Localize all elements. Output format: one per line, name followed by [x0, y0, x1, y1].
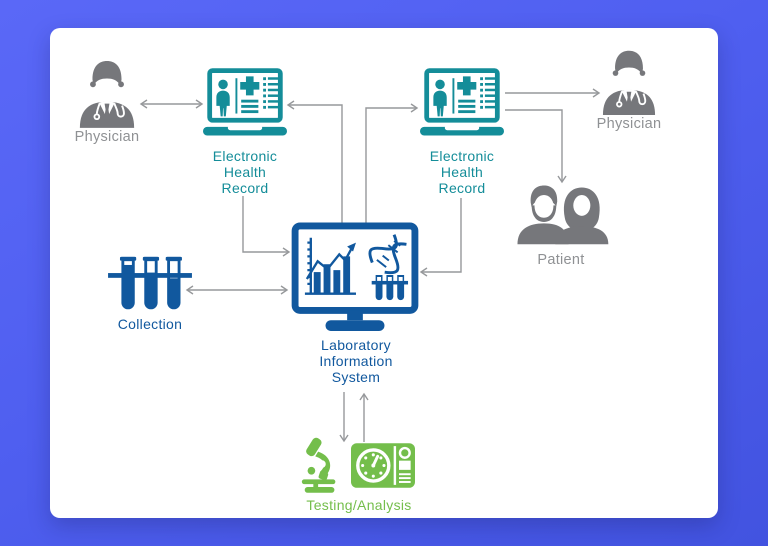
physician-left-label: Physician	[74, 129, 140, 145]
connector-lis-ehr-right	[365, 107, 416, 224]
collection-label: Collection	[117, 316, 183, 332]
lis-label: Laboratory Information System	[319, 337, 393, 386]
ehr-laptop-icon	[420, 68, 504, 140]
connector-ehr-patient	[505, 109, 563, 181]
connector-ehrright-lis	[422, 198, 462, 273]
doctor-icon	[76, 58, 138, 128]
diagram-card: Physician	[50, 28, 718, 518]
lis-monitor-icon	[290, 222, 420, 332]
ehr-laptop-icon	[203, 68, 287, 140]
doctor-icon	[599, 48, 659, 115]
connector-ehrleft-lis	[242, 196, 288, 253]
ehr-left-label: Electronic Health Record	[212, 148, 278, 197]
physician-right-label: Physician	[596, 116, 662, 132]
ehr-right-label: Electronic Health Record	[429, 148, 495, 197]
connector-lis-ehr-left	[289, 104, 343, 224]
patient-couple-icon	[508, 181, 614, 245]
testing-label: Testing/Analysis	[306, 497, 412, 513]
connector-layer	[139, 88, 601, 443]
test-tubes-icon	[108, 254, 192, 315]
patient-label: Patient	[537, 252, 585, 268]
microscope-icon	[298, 437, 344, 493]
analyzer-icon	[351, 440, 415, 491]
